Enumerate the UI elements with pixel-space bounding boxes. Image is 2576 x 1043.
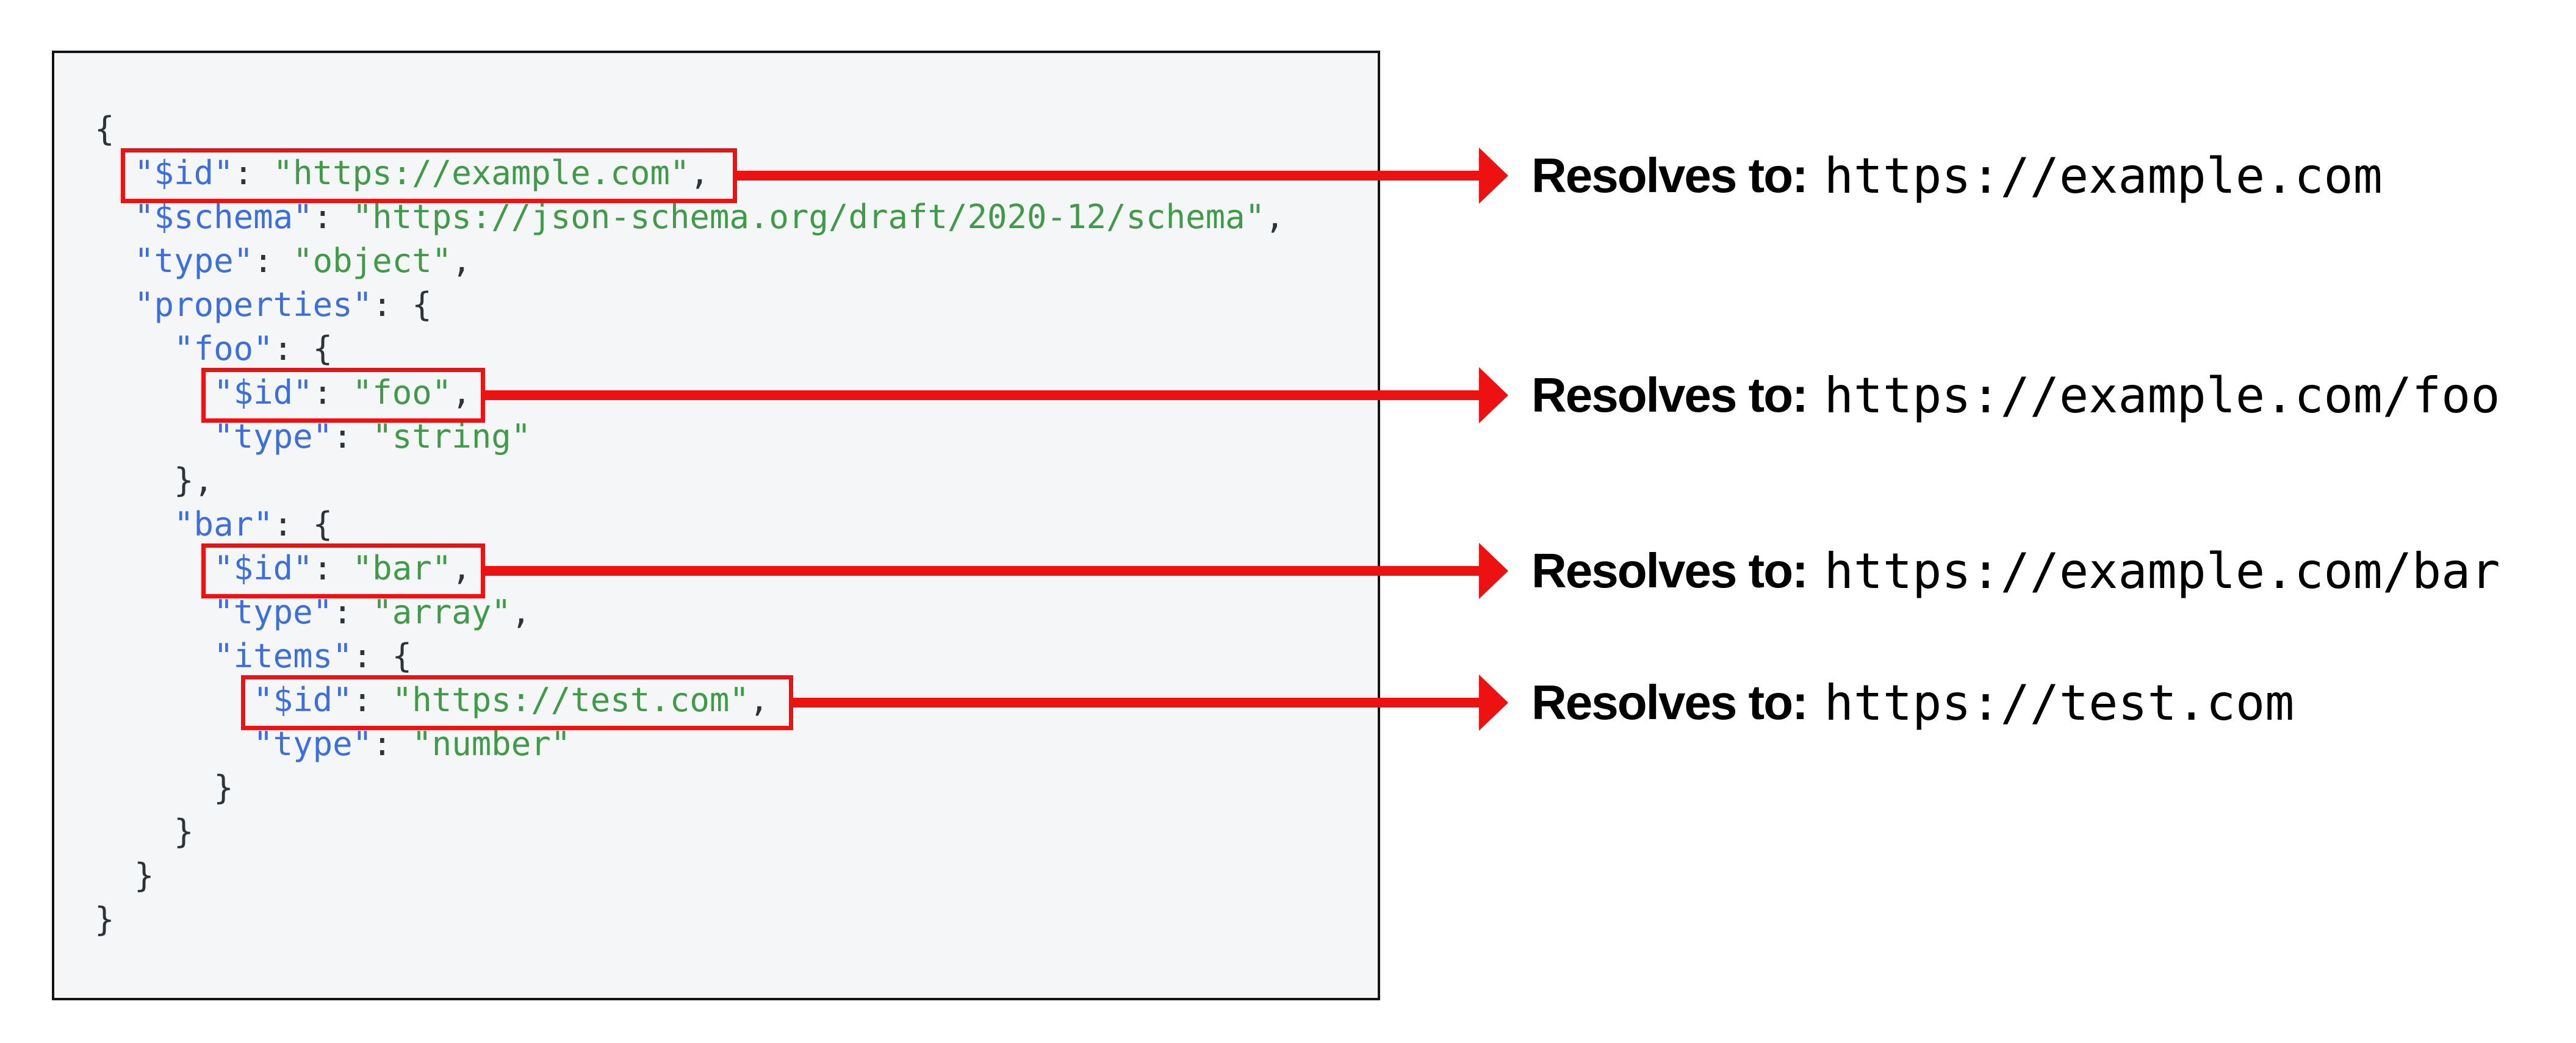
code-line: }: [95, 856, 154, 895]
code-line: "$id": "https://example.com",: [134, 154, 710, 192]
code-line: "foo": {: [174, 329, 333, 368]
resolved-url: https://example.com/foo: [1824, 367, 2500, 424]
arrow-head-icon: [1479, 543, 1508, 599]
highlight-box-bar-id: [201, 543, 485, 598]
resolves-to-label: Resolves to:: [1531, 368, 1808, 422]
annotation-row: Resolves to: https://test.com: [1531, 666, 2294, 739]
resolves-to-label: Resolves to:: [1531, 148, 1808, 203]
highlight-box-foo-id: [201, 368, 485, 423]
code-block: { "$id": "https://example.com", "$schema…: [54, 53, 1378, 942]
annotation-row: Resolves to: https://example.com: [1531, 139, 2383, 212]
arrow-line: [790, 698, 1480, 708]
code-panel: { "$id": "https://example.com", "$schema…: [52, 51, 1380, 1000]
code-line: }: [95, 900, 115, 939]
code-line: "type": "number": [253, 725, 571, 763]
code-line: "type": "object",: [134, 242, 472, 280]
arrow-line: [481, 566, 1480, 576]
code-line: "$id": "foo",: [214, 373, 472, 412]
arrow-line: [733, 171, 1480, 181]
highlight-box-items-id: [241, 675, 793, 730]
code-line: "$id": "https://test.com",: [253, 681, 769, 719]
annotation-row: Resolves to: https://example.com/bar: [1531, 534, 2500, 608]
code-line: "$schema": "https://json-schema.org/draf…: [134, 198, 1285, 236]
arrow-head-icon: [1479, 148, 1508, 204]
code-line: "bar": {: [174, 505, 333, 543]
resolved-url: https://example.com/bar: [1824, 542, 2500, 600]
resolves-to-label: Resolves to:: [1531, 543, 1808, 598]
arrow-head-icon: [1479, 675, 1508, 731]
code-line: "type": "array",: [214, 593, 531, 631]
resolved-url: https://example.com: [1824, 147, 2383, 204]
arrow-head-icon: [1479, 367, 1508, 423]
resolves-to-label: Resolves to:: [1531, 675, 1808, 729]
annotation-row: Resolves to: https://example.com/foo: [1531, 359, 2500, 432]
code-line: "$id": "bar",: [214, 549, 472, 587]
code-line: }: [95, 769, 234, 807]
highlight-box-root-id: [121, 148, 737, 203]
code-line: {: [95, 110, 115, 148]
code-line: "properties": {: [134, 285, 432, 324]
code-line: "type": "string": [214, 417, 531, 456]
code-line: },: [95, 461, 214, 500]
code-line: }: [95, 812, 194, 851]
resolved-url: https://test.com: [1824, 674, 2295, 731]
arrow-line: [481, 390, 1480, 400]
code-line: "items": {: [214, 637, 412, 675]
